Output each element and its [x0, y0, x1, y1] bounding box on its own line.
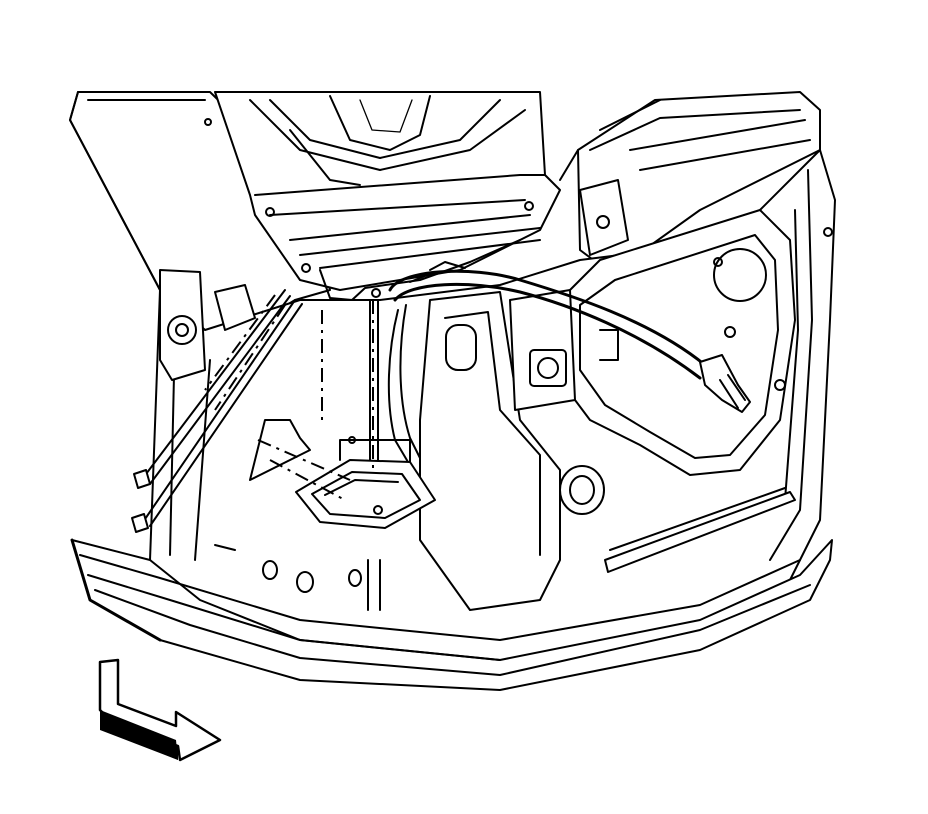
fasteners — [131, 289, 303, 533]
wiring-harness — [387, 261, 707, 463]
upper-cowl-structure — [214, 91, 561, 301]
left-side-bracket — [159, 269, 256, 381]
floor-grommet — [559, 465, 605, 515]
explode-lines — [204, 294, 374, 501]
view-direction-arrow — [98, 658, 222, 762]
right-upper-bracket — [559, 91, 821, 266]
rocker-sill — [70, 538, 833, 691]
harness-connector — [699, 354, 751, 413]
module-bracket — [295, 436, 436, 529]
center-tunnel — [367, 289, 576, 611]
floor-stiffener-rib — [604, 487, 796, 573]
floor-holes — [214, 544, 362, 593]
